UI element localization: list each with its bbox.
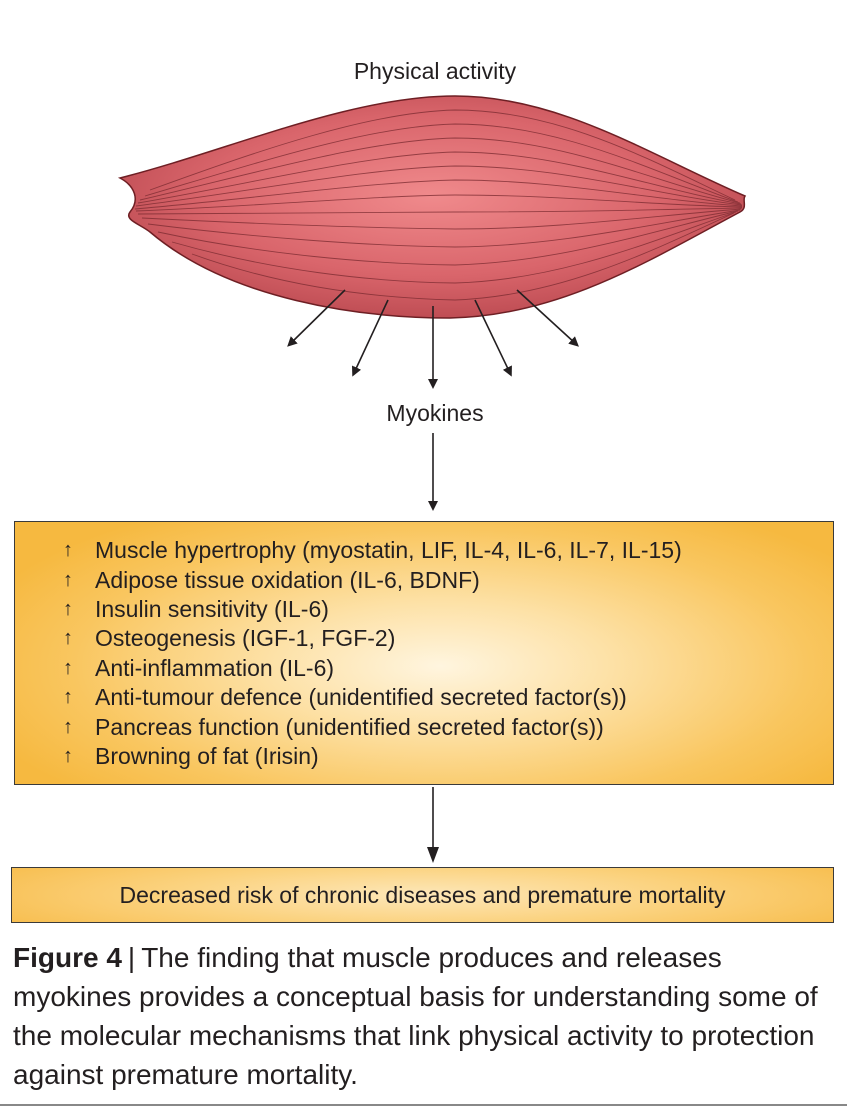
physical-activity-label: Physical activity <box>353 58 517 84</box>
effect-item: ↑ Insulin sensitivity (IL-6) <box>63 595 682 624</box>
muscle-fibres <box>134 109 743 301</box>
effect-text: Adipose tissue oxidation (IL-6, BDNF) <box>95 566 480 593</box>
figure-label: Figure 4 <box>13 942 122 973</box>
effect-item: ↑ Browning of fat (Irisin) <box>63 742 682 771</box>
caption-separator: | <box>127 942 136 973</box>
effects-to-outcome-arrow <box>427 787 439 863</box>
effect-item: ↑ Muscle hypertrophy (myostatin, LIF, IL-… <box>63 536 682 565</box>
effect-text: Anti-inflammation (IL-6) <box>95 654 335 681</box>
effect-text: Osteogenesis (IGF-1, FGF-2) <box>95 625 396 652</box>
effect-text: Pancreas function (unidentified secreted… <box>95 713 604 740</box>
up-arrow-icon: ↑ <box>63 539 73 562</box>
release-arrow-4 <box>474 299 512 377</box>
up-arrow-icon: ↑ <box>63 744 73 767</box>
release-arrow-5 <box>516 289 579 347</box>
effect-item: ↑ Osteogenesis (IGF-1, FGF-2) <box>63 624 682 653</box>
effect-item: ↑ Pancreas function (unidentified secrete… <box>63 712 682 741</box>
effect-text: Muscle hypertrophy (myostatin, LIF, IL-4… <box>95 537 682 564</box>
effect-text: Anti-tumour defence (unidentified secret… <box>95 684 627 711</box>
up-arrow-icon: ↑ <box>63 686 73 709</box>
effects-list: ↑ Muscle hypertrophy (myostatin, LIF, IL-… <box>63 536 682 771</box>
effect-text: Insulin sensitivity (IL-6) <box>95 595 329 622</box>
muscle-illustration <box>117 95 747 511</box>
outcome-box: Decreased risk of chronic diseases and p… <box>11 867 834 923</box>
up-arrow-icon: ↑ <box>63 568 73 591</box>
effect-text: Browning of fat (Irisin) <box>95 742 319 769</box>
up-arrow-icon: ↑ <box>63 597 73 620</box>
up-arrow-icon: ↑ <box>63 656 73 679</box>
bottom-rule <box>0 1104 847 1106</box>
up-arrow-icon: ↑ <box>63 715 73 738</box>
release-arrow-2 <box>352 299 389 377</box>
myokine-release-arrows <box>287 289 579 511</box>
up-arrow-icon: ↑ <box>63 627 73 650</box>
release-arrow-1 <box>287 289 346 347</box>
effect-item: ↑ Anti-inflammation (IL-6) <box>63 654 682 683</box>
myokine-effects-box: ↑ Muscle hypertrophy (myostatin, LIF, IL-… <box>14 521 834 785</box>
myokines-label: Myokines <box>386 400 484 426</box>
figure-caption: Figure 4|The finding that muscle produce… <box>13 938 833 1094</box>
effect-item: ↑ Anti-tumour defence (unidentified secre… <box>63 683 682 712</box>
effect-item: ↑ Adipose tissue oxidation (IL-6, BDNF) <box>63 565 682 594</box>
muscle-body <box>117 95 747 319</box>
caption-text: The finding that muscle produces and rel… <box>13 942 818 1090</box>
